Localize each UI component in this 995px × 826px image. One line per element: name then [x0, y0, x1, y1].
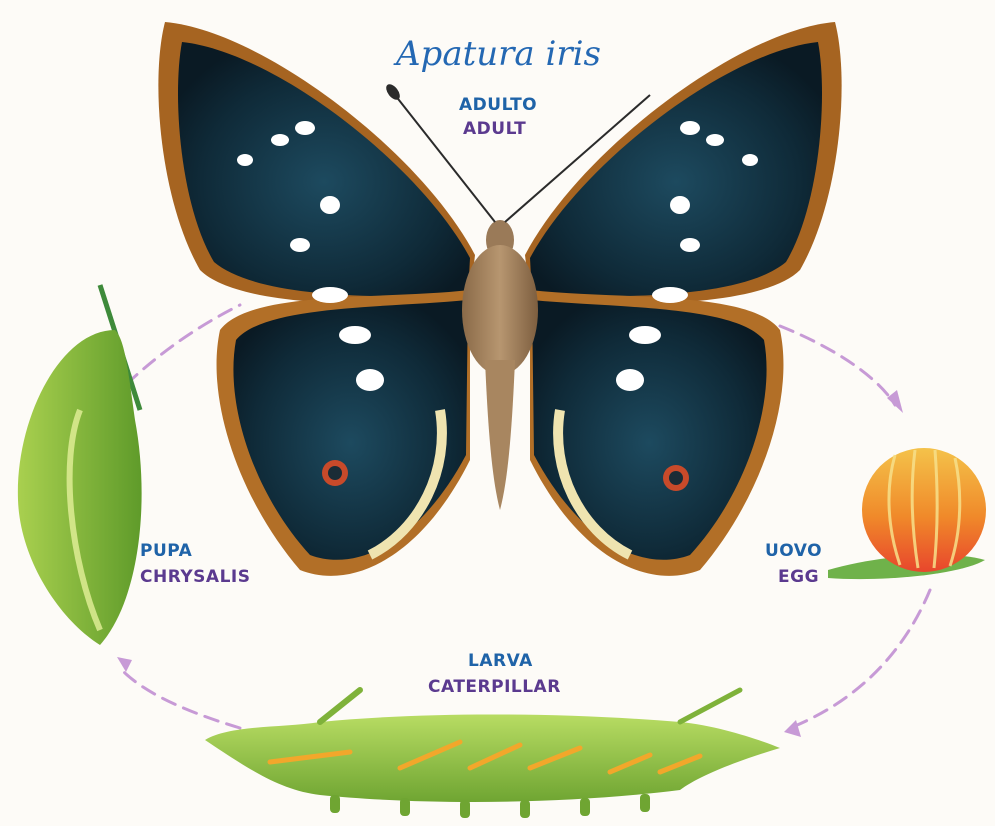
label-pupa-it: PUPA: [140, 540, 192, 562]
arrow-larva-to-pupa: [120, 668, 240, 728]
arrowhead-pupa: [117, 657, 132, 672]
label-adult-it: ADULTO: [459, 94, 537, 116]
right-forewing: [530, 42, 822, 296]
caterpillar: [205, 690, 780, 818]
chrysalis: [18, 285, 142, 645]
label-larva-en: CATERPILLAR: [428, 676, 561, 698]
abdomen: [485, 360, 515, 510]
left-forewing: [178, 42, 470, 296]
arrowhead-larva: [784, 720, 801, 737]
egg: [828, 448, 986, 579]
chrysalis-body: [18, 330, 142, 645]
label-egg-it: UOVO: [765, 540, 822, 562]
thorax: [462, 245, 538, 375]
arrowhead-egg: [887, 390, 903, 413]
label-larva-it: LARVA: [468, 650, 533, 672]
label-adult-en: ADULT: [463, 118, 526, 140]
species-title: Apatura iris: [396, 34, 601, 74]
label-pupa-en: CHRYSALIS: [140, 566, 250, 588]
egg-body: [862, 448, 986, 572]
label-egg-en: EGG: [778, 566, 819, 588]
arrow-adult-to-egg: [780, 326, 895, 405]
arrow-egg-to-larva: [790, 590, 930, 728]
